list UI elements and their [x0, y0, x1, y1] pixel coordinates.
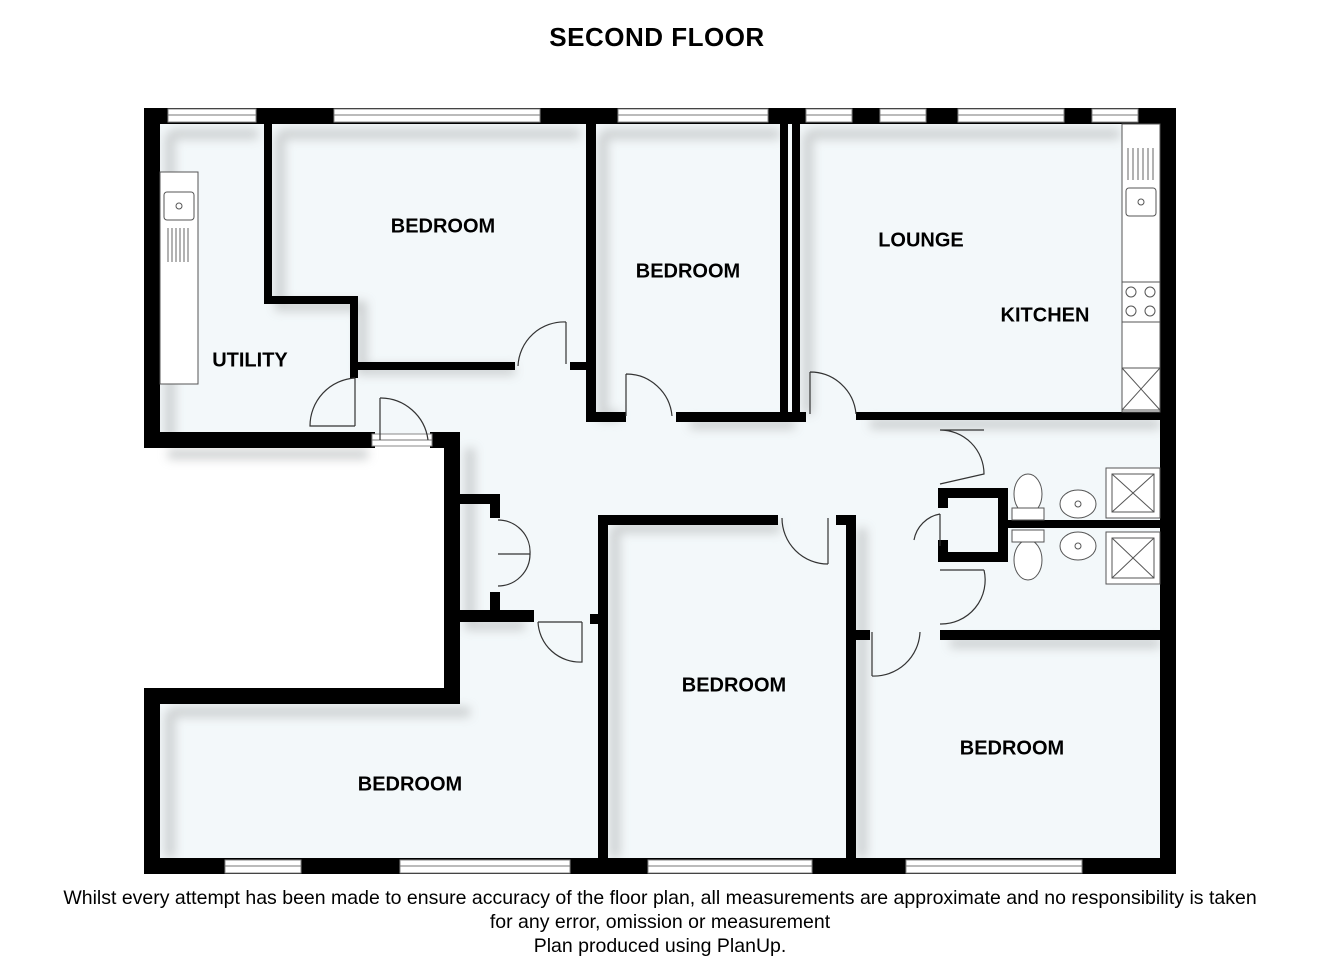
disclaimer-line-3: Plan produced using PlanUp. — [533, 935, 787, 957]
room-label-utility: UTILITY — [212, 349, 288, 371]
room-label-bedroom-top-middle: BEDROOM — [636, 260, 740, 282]
bathroom-fixtures — [1011, 467, 1161, 585]
door-swings — [309, 321, 986, 677]
disclaimer-line-2: for any error, omission or measurement — [489, 911, 831, 933]
disclaimer-line-1: Whilst every attempt has been made to en… — [63, 887, 1257, 909]
room-label-bedroom-bottom-right: BEDROOM — [960, 737, 1064, 759]
room-label-bedroom-bottom-left: BEDROOM — [358, 773, 462, 795]
floor-area — [160, 124, 1160, 858]
room-label-bedroom-center: BEDROOM — [682, 674, 786, 696]
room-label-kitchen: KITCHEN — [1001, 304, 1090, 326]
kitchen-fixtures — [1121, 123, 1161, 413]
wall-shadows — [165, 129, 1160, 858]
plan-title: SECOND FLOOR — [549, 22, 765, 52]
utility-fixtures — [159, 171, 199, 385]
room-label-lounge: LOUNGE — [878, 229, 964, 251]
window-lines — [168, 114, 1138, 867]
disclaimer: Whilst every attempt has been made to en… — [0, 886, 1320, 958]
room-label-bedroom-top-left: BEDROOM — [391, 215, 495, 237]
